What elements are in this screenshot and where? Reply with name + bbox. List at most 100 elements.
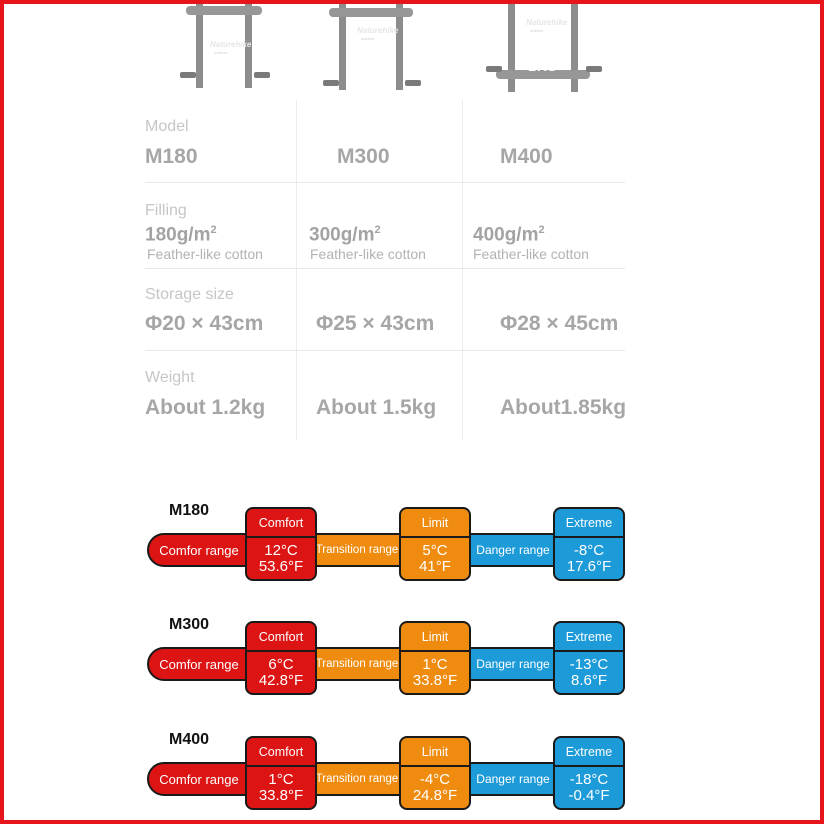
bag-strap — [508, 0, 515, 92]
weight-label: Weight — [145, 369, 195, 386]
filling-value: 300g/m2 — [309, 224, 381, 246]
extreme-values: -8°C 17.6°F — [555, 538, 623, 579]
column-divider — [462, 100, 463, 440]
filling-value: 400g/m2 — [473, 224, 545, 246]
brand-sub: outdoor — [530, 28, 544, 33]
limit-celsius: 5°C — [422, 541, 448, 559]
brand-logo: Naturehike — [210, 40, 252, 49]
product-image-m400: Naturehike outdoor M400 SLEEPING BAG — [486, 0, 602, 96]
limit-values: 1°C 33.8°F — [401, 652, 469, 693]
storage-value: Φ28 × 45cm — [500, 312, 619, 335]
limit-heading: Limit — [401, 623, 469, 652]
extreme-celsius: -8°C — [573, 541, 605, 559]
model-value: M300 — [337, 145, 390, 168]
transition-range-segment: Transition range — [311, 647, 403, 681]
bag-label: M180 SLEEPING BAG — [214, 59, 242, 84]
limit-heading: Limit — [401, 509, 469, 538]
limit-values: -4°C 24.8°F — [401, 767, 469, 808]
bag-strap — [339, 0, 346, 90]
extreme-box: Extreme -13°C 8.6°F — [553, 621, 625, 695]
brand-logo: Naturehike — [526, 18, 568, 27]
filling-amount: 180g/m — [145, 224, 211, 246]
limit-values: 5°C 41°F — [401, 538, 469, 579]
bag-clip — [586, 66, 602, 72]
bag-type-small: SLEEPING — [359, 62, 387, 69]
unit-superscript: 2 — [374, 224, 381, 236]
bag-type-small: SLEEPING — [214, 68, 242, 75]
extreme-fahrenheit: 8.6°F — [570, 671, 607, 689]
limit-fahrenheit: 33.8°F — [412, 671, 458, 689]
weight-value: About 1.2kg — [145, 396, 266, 419]
limit-celsius: -4°C — [419, 770, 451, 788]
bag-clip — [180, 72, 196, 78]
extreme-celsius: -13°C — [569, 655, 609, 673]
transition-range-segment: Transition range — [311, 762, 403, 796]
bag-clip — [254, 72, 270, 78]
filling-amount: 300g/m — [309, 224, 375, 246]
bag-band — [329, 8, 413, 17]
bag-strap — [196, 0, 203, 88]
bag-strap — [396, 0, 403, 90]
extreme-fahrenheit: 17.6°F — [566, 557, 612, 575]
bag-model: M180 — [214, 59, 237, 69]
bag-model: M300 — [359, 51, 387, 63]
comfort-celsius: 12°C — [264, 541, 298, 559]
temperature-model-name: M300 — [169, 616, 210, 633]
model-value: M180 — [145, 145, 198, 168]
extreme-heading: Extreme — [555, 509, 623, 538]
bag-clip — [405, 80, 421, 86]
danger-range-segment: Danger range — [469, 762, 557, 796]
danger-range-segment: Danger range — [469, 647, 557, 681]
bag-strap — [245, 0, 252, 88]
brand-sub: outdoor — [361, 36, 375, 41]
filling-amount: 400g/m — [473, 224, 539, 246]
comfort-fahrenheit: 42.8°F — [258, 671, 304, 689]
storage-value: Φ20 × 43cm — [145, 312, 264, 335]
comfort-celsius: 6°C — [268, 655, 294, 673]
column-divider — [296, 100, 297, 440]
row-divider — [145, 182, 625, 183]
transition-range-segment: Transition range — [311, 533, 403, 567]
bag-band — [186, 6, 262, 15]
comfor-range-segment: Comfor range — [147, 762, 251, 796]
unit-superscript: 2 — [210, 224, 217, 236]
brand-logo: Naturehike — [357, 26, 399, 35]
comfort-values: 6°C 42.8°F — [247, 652, 315, 693]
bag-type-big: BAG — [214, 73, 234, 84]
extreme-box: Extreme -18°C -0.4°F — [553, 736, 625, 810]
bag-label: M400 SLEEPING BAG — [528, 43, 557, 74]
comfor-range-segment: Comfor range — [147, 647, 251, 681]
bag-type-big: BAG — [528, 58, 557, 74]
temperature-model-name: M180 — [169, 502, 210, 519]
comfort-values: 12°C 53.6°F — [247, 538, 315, 579]
extreme-celsius: -18°C — [569, 770, 609, 788]
comfort-heading: Comfort — [247, 738, 315, 767]
comfor-range-segment: Comfor range — [147, 533, 251, 567]
danger-range-segment: Danger range — [469, 533, 557, 567]
comfort-values: 1°C 33.8°F — [247, 767, 315, 808]
bag-strap — [571, 0, 578, 92]
comfort-box: Comfort 12°C 53.6°F — [245, 507, 317, 581]
brand-sub: outdoor — [214, 50, 228, 55]
model-value: M400 — [500, 145, 553, 168]
filling-label: Filling — [145, 202, 187, 219]
limit-heading: Limit — [401, 738, 469, 767]
bag-band — [496, 70, 590, 79]
filling-material: Feather-like cotton — [147, 246, 263, 262]
limit-fahrenheit: 41°F — [419, 557, 451, 575]
storage-label: Storage size — [145, 286, 234, 303]
extreme-values: -18°C -0.4°F — [555, 767, 623, 808]
temperature-bar: Comfor range Transition range Danger ran… — [147, 736, 627, 810]
row-divider — [145, 350, 625, 351]
bag-label: M300 SLEEPING BAG — [359, 51, 387, 80]
limit-box: Limit 5°C 41°F — [399, 507, 471, 581]
comfort-celsius: 1°C — [268, 770, 294, 788]
bag-clip — [486, 66, 502, 72]
extreme-heading: Extreme — [555, 738, 623, 767]
row-divider — [145, 268, 625, 269]
weight-value: About 1.5kg — [316, 396, 437, 419]
limit-box: Limit 1°C 33.8°F — [399, 621, 471, 695]
model-label: Model — [145, 118, 189, 135]
extreme-box: Extreme -8°C 17.6°F — [553, 507, 625, 581]
extreme-fahrenheit: -0.4°F — [568, 786, 610, 804]
